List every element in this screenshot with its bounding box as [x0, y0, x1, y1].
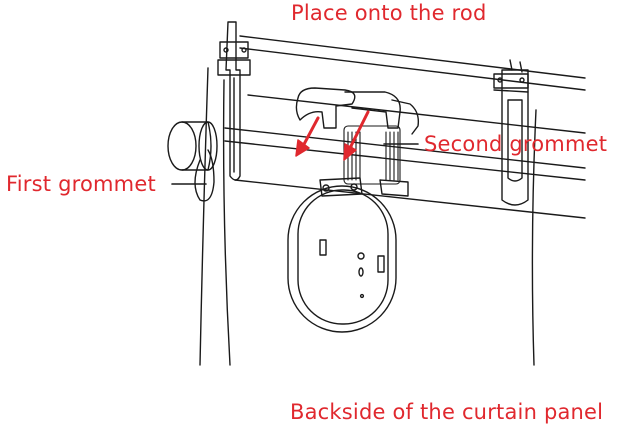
curtain-rod	[224, 35, 586, 219]
curtain-panel	[199, 67, 537, 366]
curtain-motor-icon	[287, 185, 397, 333]
device-arms	[295, 87, 420, 135]
label-second-grommet: Second grommet	[424, 132, 608, 156]
left-hook-icon	[217, 21, 251, 181]
label-backside-curtain-panel: Backside of the curtain panel	[290, 400, 604, 424]
rod-end-cap	[167, 121, 218, 171]
leader-lines	[171, 143, 419, 185]
label-first-grommet: First grommet	[6, 172, 156, 196]
right-hook-icon	[493, 59, 529, 206]
install-arrows	[295, 110, 370, 161]
label-place-onto-rod: Place onto the rod	[291, 1, 487, 25]
second-grommet	[343, 125, 401, 185]
first-grommet	[194, 149, 215, 202]
